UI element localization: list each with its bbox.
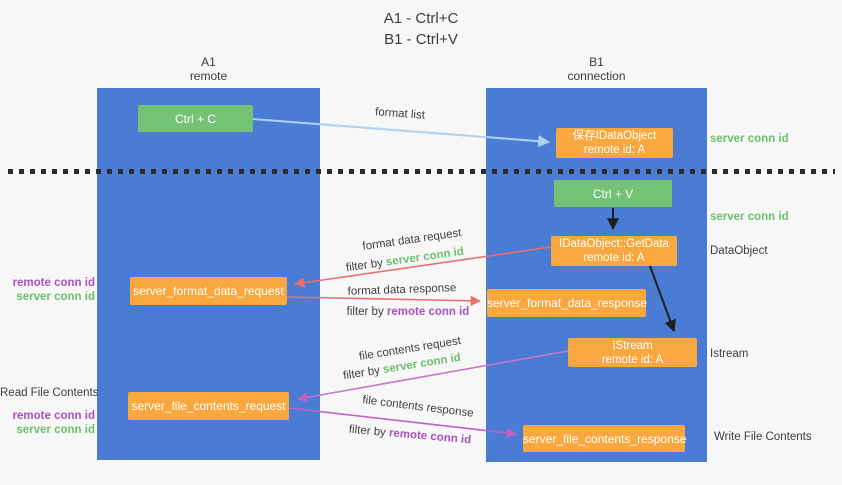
remote-conn-id-label-file: remote conn id (12, 410, 95, 422)
getdata-line1: IDataObject::GetData (559, 238, 669, 250)
remote-conn-id-inline: remote conn id (386, 306, 470, 318)
filter-by-text: filter by (345, 256, 387, 275)
server-conn-id-label-format: server conn id (16, 291, 95, 303)
server-file-contents-request-node: server_file_contents_request (128, 392, 289, 420)
lane-b-header: B1 connection (486, 55, 707, 83)
write-file-contents-label: Write File Contents (714, 431, 812, 443)
read-file-contents-label: Read File Contents (0, 387, 99, 399)
file-contents-response-filter-label: filter by remote conn id (330, 422, 490, 448)
save-idataobject-node: 保存IDataObject remote id: A (556, 128, 673, 158)
dataobject-label: DataObject (710, 245, 768, 257)
server-file-contents-response-node: server_file_contents_response (523, 425, 686, 452)
phase-separator-dotted-line (8, 169, 835, 174)
filter-by-text: filter by (346, 306, 387, 318)
remote-conn-id-label-format: remote conn id (12, 277, 95, 289)
lane-a-header: A1 remote (97, 55, 320, 83)
diagram-title-line1: A1 - Ctrl+C (383, 10, 459, 27)
filter-by-text: filter by (342, 364, 384, 383)
server-conn-id-label-file: server conn id (16, 424, 95, 436)
server-conn-id-label-ctrlv: server conn id (710, 211, 789, 223)
lane-a-name: A1 (201, 55, 216, 69)
istream-label: Istream (710, 348, 749, 360)
istream-line2: remote id: A (601, 353, 664, 366)
server-format-data-request-node: server_format_data_request (130, 277, 287, 305)
server-conn-id-inline: server conn id (385, 245, 465, 269)
lane-b-role: connection (567, 69, 626, 83)
getdata-line2: remote id: A (583, 252, 645, 264)
remote-conn-id-inline: remote conn id (388, 427, 472, 447)
server-conn-id-label-save: server conn id (710, 133, 789, 145)
save-idataobject-line1: 保存IDataObject (572, 130, 657, 142)
ctrl-v-node: Ctrl + V (554, 180, 672, 207)
istream-line1: IStream (612, 339, 653, 352)
idataobject-getdata-node: IDataObject::GetData remote id: A (551, 236, 677, 266)
ctrl-c-node: Ctrl + C (138, 105, 253, 132)
format-data-response-filter-label: filter by remote conn id (328, 306, 488, 318)
istream-node: IStream remote id: A (568, 338, 697, 367)
diagram-title-line2: B1 - Ctrl+V (384, 31, 458, 48)
server-format-data-response-node: server_format_data_response (487, 289, 647, 317)
save-idataobject-line2: remote id: A (583, 144, 646, 156)
format-list-label: format list (374, 106, 426, 122)
filter-by-text: filter by (348, 423, 390, 440)
format-data-response-label: format data response (347, 282, 457, 298)
lane-a-role: remote (189, 69, 228, 83)
file-contents-response-label: file contents response (361, 394, 475, 420)
lane-b-name: B1 (589, 55, 604, 69)
